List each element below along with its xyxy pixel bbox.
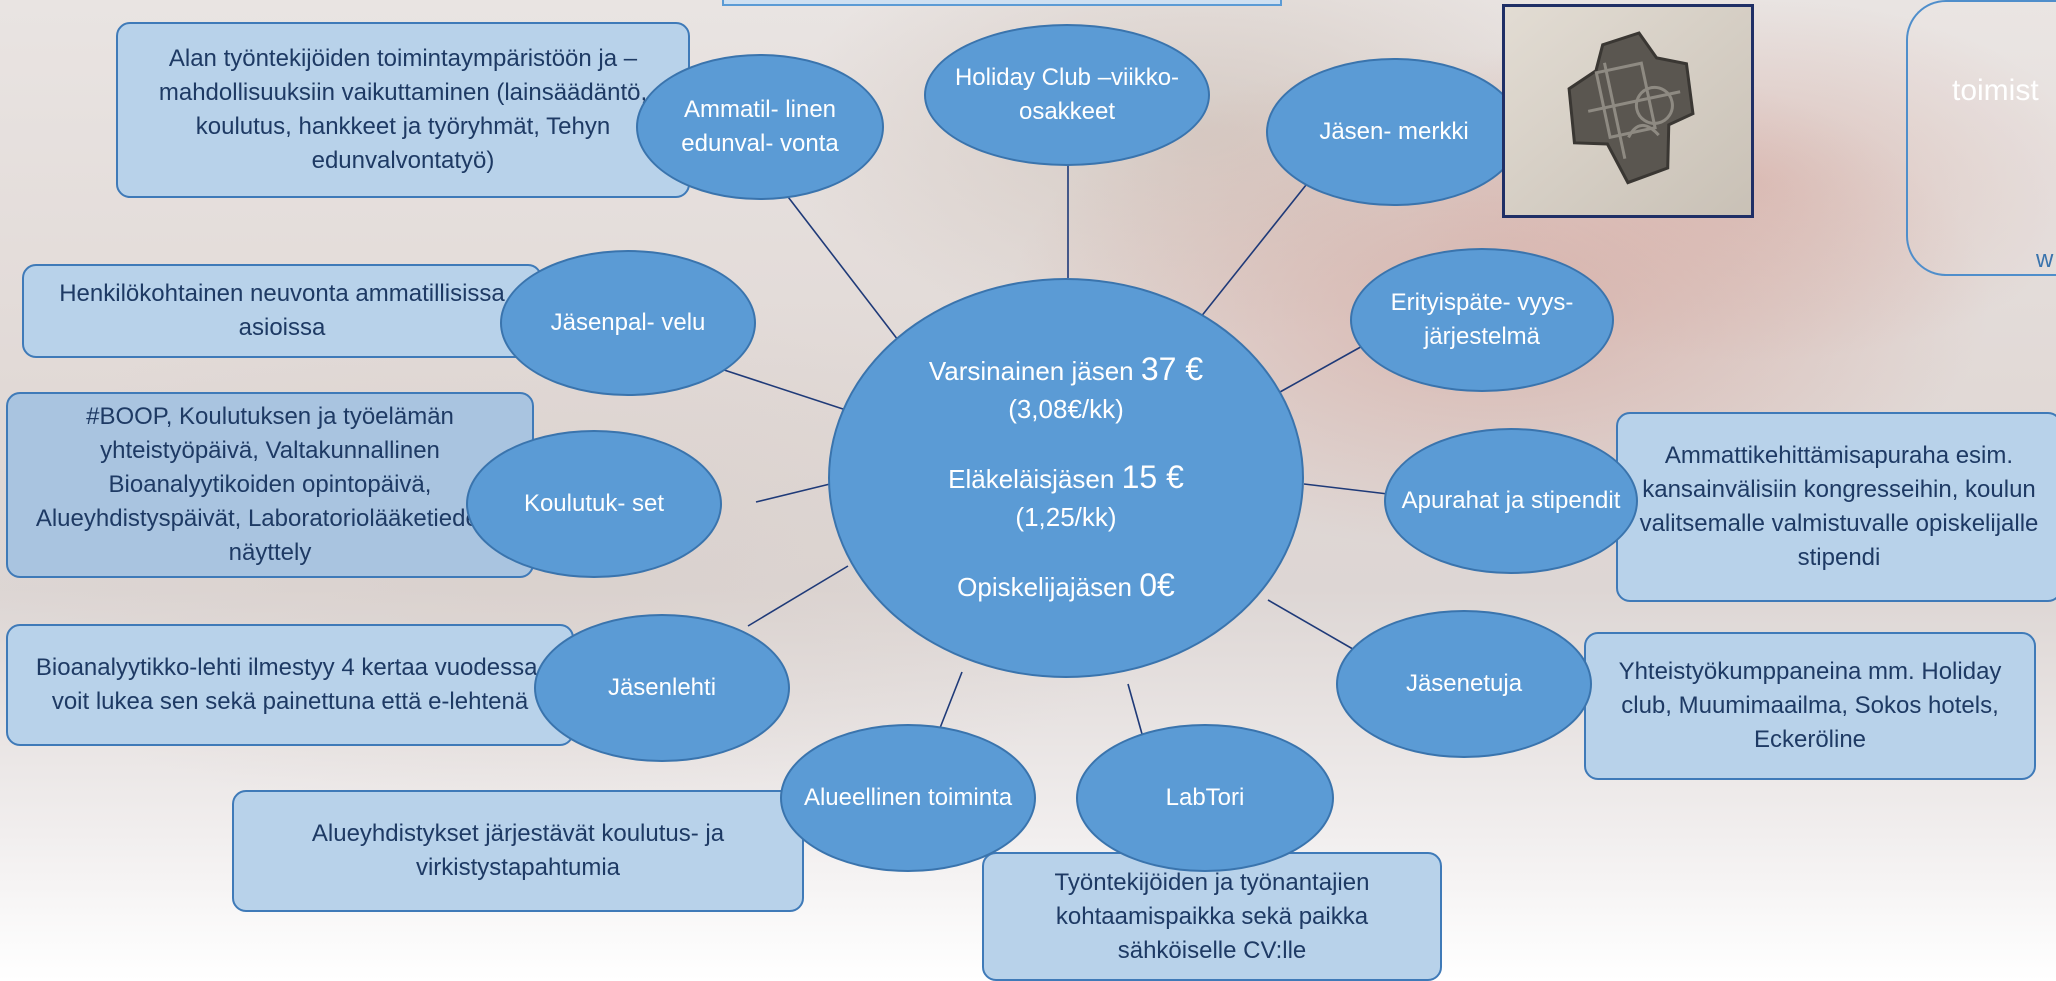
partial-info-underline [1944, 274, 2056, 276]
node-jasenetuja: Jäsenetuja [1336, 610, 1592, 758]
node-erityis: Erityispäte- vyys- järjestelmä [1350, 248, 1614, 392]
connector-erityis [1279, 343, 1367, 393]
node-holiday: Holiday Club –viikko- osakkeet [924, 24, 1210, 166]
node-apurahat: Apurahat ja stipendit [1384, 428, 1638, 574]
node-koulutukset: Koulutuk- set [466, 430, 722, 578]
connector-jasenpalvelu [717, 367, 847, 411]
node-jasenmerkki: Jäsen- merkki [1266, 58, 1522, 206]
top-edge-shape [722, 0, 1282, 6]
connector-alueellinen [939, 671, 963, 729]
partial-info-text: toimist [1952, 74, 2039, 107]
partial-info-box: toimist w [1906, 0, 2056, 276]
fee-retired-monthly: (1,25/kk) [1015, 502, 1117, 532]
node-labtori: LabTori [1076, 724, 1334, 872]
fee-retired: Eläkeläisjäsen 15 € [948, 459, 1184, 495]
desc-jasenlehti: Bioanalyytikko-lehti ilmestyy 4 kertaa v… [6, 624, 574, 746]
desc-koulutukset: #BOOP, Koulutuksen ja työelämän yhteisty… [6, 392, 534, 578]
node-ammatillinen: Ammatil- linen edunval- vonta [636, 54, 884, 200]
connector-koulutukset [755, 483, 831, 503]
desc-jasenpalvelu: Henkilökohtainen neuvonta ammatillisissa… [22, 264, 542, 358]
connector-apurahat [1303, 483, 1389, 495]
member-pin-image [1502, 4, 1754, 218]
fee-regular: Varsinainen jäsen 37 € [928, 351, 1204, 387]
fee-student: Opiskelijajäsen 0€ [957, 567, 1175, 603]
desc-labtori: Työntekijöiden ja työnantajien kohtaamis… [982, 852, 1442, 981]
desc-apurahat: Ammattikehittämisapuraha esim. kansainvä… [1616, 412, 2056, 602]
desc-alueellinen: Alueyhdistykset järjestävät koulutus- ja… [232, 790, 804, 912]
node-jasenlehti: Jäsenlehti [534, 614, 790, 762]
connector-jasenlehti [747, 565, 849, 627]
membership-fees-center: Varsinainen jäsen 37 € (3,08€/kk) Eläkel… [828, 278, 1304, 678]
node-alueellinen: Alueellinen toiminta [780, 724, 1036, 872]
fee-regular-monthly: (3,08€/kk) [1008, 394, 1124, 424]
node-jasenpalvelu: Jäsenpal- velu [500, 250, 756, 396]
desc-jasenetuja: Yhteistyökumppaneina mm. Holiday club, M… [1584, 632, 2036, 780]
connector-labtori [1127, 683, 1143, 735]
connector-jasenmerkki [1199, 179, 1311, 319]
connector-jasenetuja [1267, 599, 1359, 653]
partial-info-link[interactable]: w [2036, 246, 2054, 273]
desc-ammatillinen: Alan työntekijöiden toimintaympäristöön … [116, 22, 690, 198]
